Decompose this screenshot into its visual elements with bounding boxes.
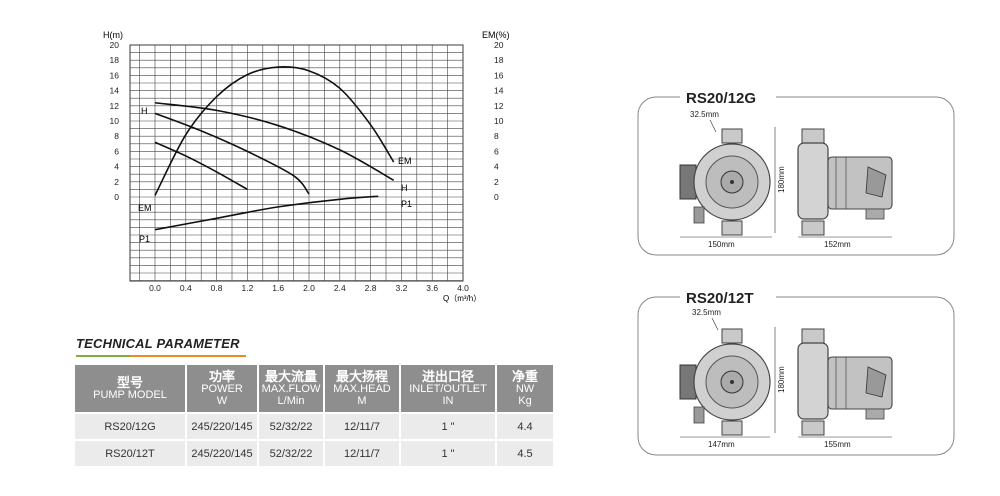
dim-top: 32.5mm <box>692 308 721 317</box>
x-tick-label: 1.2 <box>241 283 253 293</box>
dim-side-width: 155mm <box>824 440 851 449</box>
y-tick-label-left: 0 <box>114 192 119 202</box>
dim-front-width: 150mm <box>708 240 735 249</box>
drawing-title: RS20/12G <box>686 90 756 107</box>
y-tick-label-left: 12 <box>110 101 120 111</box>
chart-curves <box>154 66 395 231</box>
curve-label-em-left: EM <box>138 203 152 213</box>
y-tick-label-right: 18 <box>494 55 504 65</box>
y-tick-label-left: 16 <box>110 70 120 80</box>
y-tick-label-left: 8 <box>114 131 119 141</box>
dimension-drawings: RS20/12G 32.5mm 180mm 150mm 152mm RS20/1… <box>637 87 955 456</box>
x-tick-label: 0.0 <box>149 283 161 293</box>
cell-model: RS20/12G <box>75 412 187 440</box>
cell-inlet-outlet: 1 " <box>400 439 497 466</box>
x-tick-label: 2.4 <box>334 283 346 293</box>
y-tick-label-right: 20 <box>494 40 504 50</box>
dim-height: 180mm <box>777 166 786 193</box>
cell-weight: 4.4 <box>496 412 553 440</box>
y-tick-label-left: 18 <box>110 55 120 65</box>
y-tick-label-left: 4 <box>114 162 119 172</box>
cell-power: 245/220/145 <box>186 412 259 440</box>
y-tick-label-left: 14 <box>110 86 120 96</box>
cell-power: 245/220/145 <box>186 439 259 466</box>
y-tick-label-left: 6 <box>114 146 119 156</box>
y-axis-left-label: H(m) <box>103 30 123 40</box>
series-line-h-0 <box>154 101 395 181</box>
x-tick-label: 4.0 <box>457 283 469 293</box>
x-tick-label: 2.8 <box>365 283 377 293</box>
series-line-h-1 <box>154 112 310 195</box>
y-tick-label-left: 10 <box>110 116 120 126</box>
y-axis-right-label: EM(%) <box>482 30 510 40</box>
x-tick-label: 3.2 <box>395 283 407 293</box>
series-line-p1-4 <box>154 195 379 231</box>
table-row: RS20/12G 245/220/145 52/32/22 12/11/7 1 … <box>75 412 553 440</box>
x-tick-label: 2.0 <box>303 283 315 293</box>
y-tick-label-left: 20 <box>110 40 120 50</box>
y-tick-label-right: 8 <box>494 131 499 141</box>
dim-side-width: 152mm <box>824 240 851 249</box>
x-axis-label: Q（m³/h） <box>443 294 481 303</box>
performance-chart: 0.0 0.4 0.8 1.2 1.6 2.0 2.4 2.8 3.2 3.6 4.0 0 0 2 2 4 4 6… <box>103 30 510 303</box>
y-tick-label-left: 2 <box>114 177 119 187</box>
x-tick-label: 3.6 <box>426 283 438 293</box>
series-line-h-2 <box>154 141 248 191</box>
y-tick-label-right: 16 <box>494 70 504 80</box>
cell-max-head: 12/11/7 <box>324 412 401 440</box>
cell-model: RS20/12T <box>75 439 187 466</box>
y-tick-label-right: 4 <box>494 162 499 172</box>
grid-frame <box>129 44 464 282</box>
drawing-panel-rs20-12t: RS20/12T 32.5mm 180mm 147mm 155mm <box>637 287 955 456</box>
x-tick-label: 1.6 <box>272 283 284 293</box>
curve-label-h-left: H <box>141 106 148 116</box>
cell-inlet-outlet: 1 " <box>400 412 497 440</box>
curve-label-em-right: EM <box>398 156 412 166</box>
drawing-panel-rs20-12g: RS20/12G 32.5mm 180mm 150mm 152mm <box>637 87 955 256</box>
dim-top: 32.5mm <box>690 110 719 119</box>
chart-ticks: 0.0 0.4 0.8 1.2 1.6 2.0 2.4 2.8 3.2 3.6 4.0 0 0 2 2 4 4 6… <box>110 40 504 293</box>
dim-front-width: 147mm <box>708 440 735 449</box>
chart-grid <box>129 44 464 282</box>
heading-underline <box>76 355 246 357</box>
cell-max-flow: 52/32/22 <box>258 412 325 440</box>
y-tick-label-right: 10 <box>494 116 504 126</box>
y-tick-label-right: 6 <box>494 146 499 156</box>
y-tick-label-right: 2 <box>494 177 499 187</box>
dim-height: 180mm <box>777 366 786 393</box>
drawing-title: RS20/12T <box>686 290 754 307</box>
technical-parameter-heading: TECHNICAL PARAMETER <box>76 336 240 351</box>
x-tick-label: 0.8 <box>211 283 223 293</box>
table-row: RS20/12T 245/220/145 52/32/22 12/11/7 1 … <box>75 439 553 466</box>
y-tick-label-right: 14 <box>494 86 504 96</box>
x-tick-label: 0.4 <box>180 283 192 293</box>
curve-label-p1-left: P1 <box>139 234 150 244</box>
y-tick-label-right: 12 <box>494 101 504 111</box>
series-line-em-3 <box>154 66 395 196</box>
curve-label-h-right: H <box>401 183 408 193</box>
cell-max-head: 12/11/7 <box>324 439 401 466</box>
y-tick-label-right: 0 <box>494 192 499 202</box>
curve-label-p1-right: P1 <box>401 199 412 209</box>
cell-weight: 4.5 <box>496 439 553 466</box>
cell-max-flow: 52/32/22 <box>258 439 325 466</box>
